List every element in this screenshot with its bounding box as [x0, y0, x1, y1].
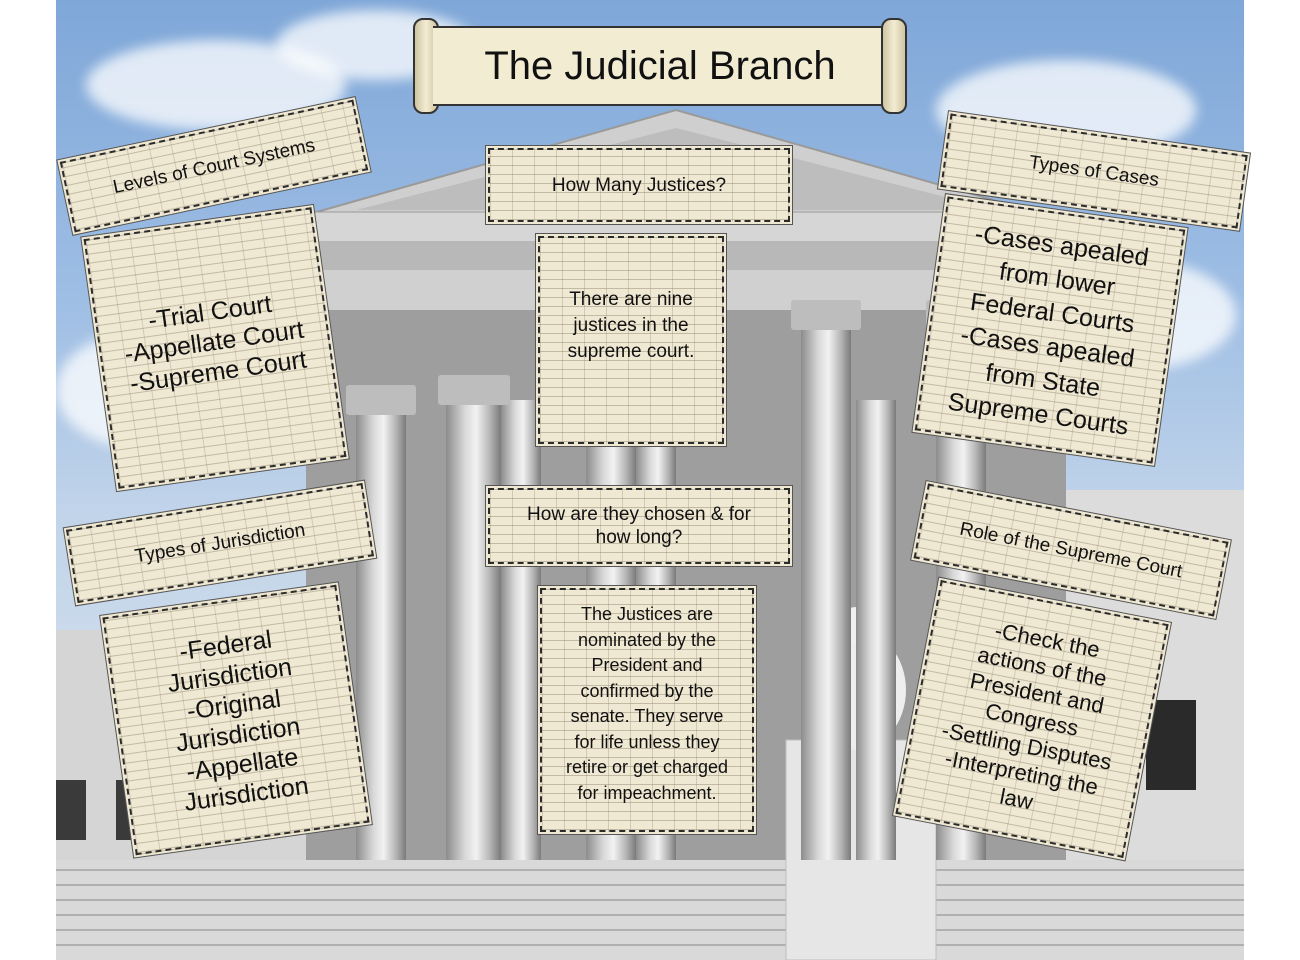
cases-heading: Types of Cases	[1027, 151, 1161, 191]
column	[856, 400, 896, 860]
chosen-heading: How are they chosen & for how long?	[527, 503, 751, 549]
justices-heading: How Many Justices?	[551, 174, 727, 196]
chosen-line: The Justices are	[580, 604, 714, 624]
levels-body: -Trial Court -Appellate Court -Supreme C…	[118, 285, 309, 399]
levels-body-card: -Trial Court -Appellate Court -Supreme C…	[83, 207, 347, 489]
chosen-body: The Justices are nominated by the Presid…	[566, 602, 728, 806]
justices-line: justices in the	[573, 315, 689, 336]
role-body-card: -Check the actions of the President and …	[895, 580, 1169, 858]
column-capital	[346, 385, 416, 415]
jurisdiction-body-card: -Federal Jurisdiction -Original Jurisdic…	[102, 584, 370, 856]
column-capital	[438, 375, 510, 405]
chosen-heading-line: How are they chosen & for	[527, 504, 751, 525]
chosen-line: for life unless they	[574, 731, 720, 752]
column	[356, 400, 406, 860]
jurisdiction-body: -Federal Jurisdiction -Original Jurisdic…	[162, 622, 311, 818]
scroll-roll-right	[881, 18, 907, 114]
column	[501, 400, 541, 860]
chosen-heading-line: how long?	[595, 527, 683, 548]
justices-heading-card: How Many Justices?	[488, 148, 790, 222]
chosen-line: retire or get charged	[565, 757, 729, 777]
cases-body-card: -Cases apealed from lower Federal Courts…	[914, 196, 1186, 464]
role-heading: Role of the Supreme Court	[958, 518, 1184, 582]
column	[446, 390, 501, 860]
title-paper: The Judicial Branch	[433, 26, 887, 106]
chosen-line: for impeachment.	[577, 782, 717, 803]
role-body: -Check the actions of the President and …	[929, 610, 1134, 828]
chosen-line: nominated by the	[577, 629, 717, 650]
chosen-line: President and	[591, 655, 703, 675]
cases-body: -Cases apealed from lower Federal Courts…	[946, 216, 1155, 443]
justices-line: supreme court.	[567, 341, 695, 362]
page-title: The Judicial Branch	[484, 43, 836, 88]
justices-line: There are nine	[569, 289, 693, 310]
jurisdiction-heading: Types of Jurisdiction	[133, 519, 307, 567]
column	[801, 320, 851, 860]
title-banner: The Judicial Branch	[413, 18, 907, 114]
chosen-heading-card: How are they chosen & for how long?	[488, 488, 790, 564]
chosen-line: confirmed by the	[580, 680, 714, 701]
chosen-line: senate. They serve	[570, 706, 724, 726]
chosen-body-card: The Justices are nominated by the Presid…	[540, 588, 754, 832]
justices-body: There are nine justices in the supreme c…	[568, 287, 695, 365]
column-capital	[791, 300, 861, 330]
justices-body-card: There are nine justices in the supreme c…	[538, 236, 724, 444]
